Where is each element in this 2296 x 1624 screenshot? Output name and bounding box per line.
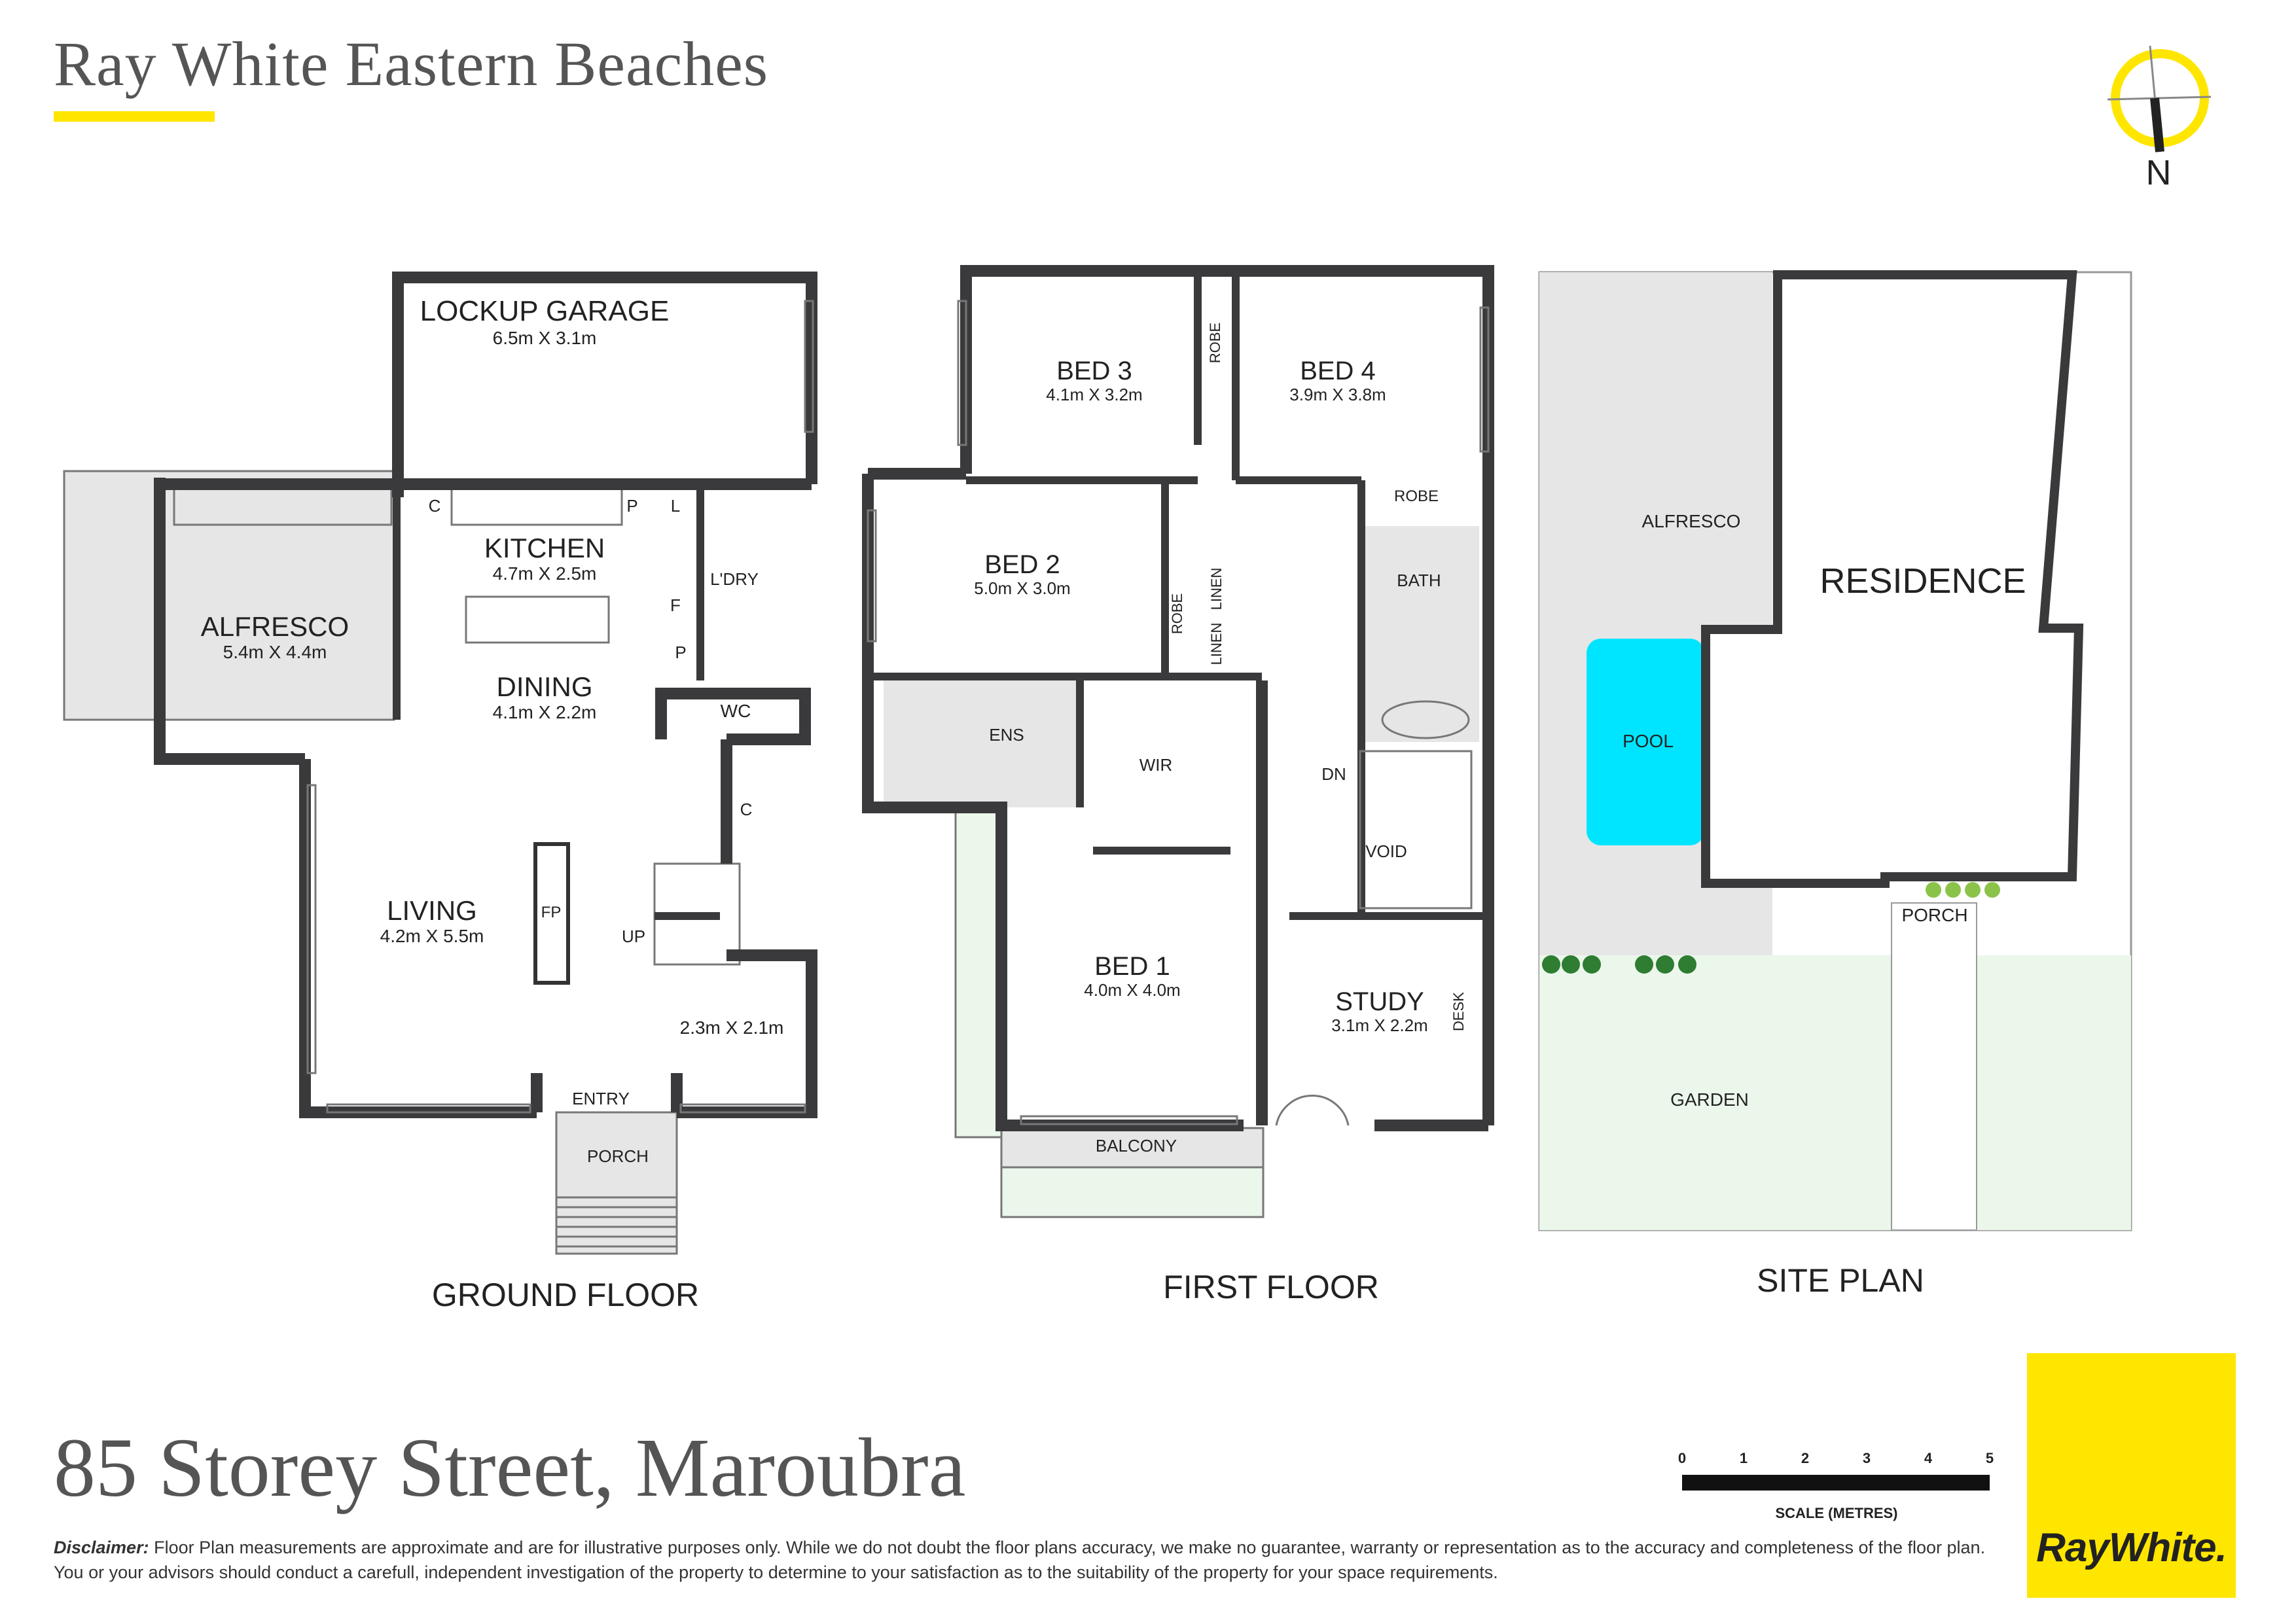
ground-floor-plan: LOCKUP GARAGE 6.5m X 3.1m ALFRESCO 5.4m … xyxy=(63,272,817,1313)
study-bay xyxy=(1275,1095,1350,1126)
ground-porch-area xyxy=(555,1111,678,1255)
ensuite-label: ENS xyxy=(989,725,1024,745)
study-label: STUDY xyxy=(1335,987,1424,1016)
scale-tick-0: 0 xyxy=(1678,1450,1686,1466)
fridge-f: F xyxy=(670,595,681,615)
first-internal-walls xyxy=(868,271,1488,920)
study-size: 3.1m X 2.2m xyxy=(1331,1015,1427,1035)
raywhite-logo: RayWhite. xyxy=(2027,1353,2236,1598)
scale-tick-2: 2 xyxy=(1801,1450,1809,1466)
cupboard-c1: C xyxy=(429,496,441,516)
balcony-label: BALCONY xyxy=(1096,1136,1177,1156)
site-driveway xyxy=(1539,272,1772,417)
first-floor-title: FIRST FLOOR xyxy=(1163,1269,1379,1305)
residence-label: RESIDENCE xyxy=(1820,561,2026,601)
wc-label: WC xyxy=(721,701,751,721)
bath-label: BATH xyxy=(1397,571,1441,590)
balcony-area xyxy=(1000,1127,1265,1169)
garage-size: 6.5m X 3.1m xyxy=(493,328,597,348)
raywhite-logo-text: RayWhite. xyxy=(2036,1525,2227,1570)
site-plan-title: SITE PLAN xyxy=(1757,1262,1924,1299)
disclaimer-lead: Disclaimer: xyxy=(54,1538,149,1557)
pantry-p1: P xyxy=(626,496,637,516)
scale-tick-3: 3 xyxy=(1863,1450,1871,1466)
site-path xyxy=(1891,902,1977,1231)
fireplace-label: FP xyxy=(541,904,562,921)
living-label: LIVING xyxy=(387,895,477,926)
linen-l: L xyxy=(671,496,680,516)
first-floor-plan: BED 3 4.1m X 3.2m BED 4 3.9m X 3.8m BED … xyxy=(862,265,1494,1305)
ground-floor-title: GROUND FLOOR xyxy=(432,1277,699,1313)
void-label: VOID xyxy=(1365,841,1407,861)
robe-label-3: ROBE xyxy=(1169,593,1185,634)
site-alfresco-label: ALFRESCO xyxy=(1642,511,1741,531)
dining-label: DINING xyxy=(497,671,593,702)
bed3-size: 4.1m X 3.2m xyxy=(1046,385,1142,404)
desk-label: DESK xyxy=(1450,992,1467,1031)
extra-room-size: 2.3m X 2.1m xyxy=(680,1017,784,1038)
compass-icon: N xyxy=(2107,45,2212,192)
bed2-size: 5.0m X 3.0m xyxy=(974,578,1070,598)
scale-tick-4: 4 xyxy=(1924,1450,1933,1466)
kitchen-size: 4.7m X 2.5m xyxy=(493,563,597,584)
site-garden-area xyxy=(1539,955,2131,1230)
site-porch-label: PORCH xyxy=(1901,905,1967,925)
kitchen-island xyxy=(465,595,610,644)
disclaimer: Disclaimer: Floor Plan measurements are … xyxy=(54,1535,2017,1585)
garden-label: GARDEN xyxy=(1670,1089,1749,1110)
pool-area xyxy=(1587,639,1704,845)
bed2-label: BED 2 xyxy=(984,550,1060,579)
bed4-label: BED 4 xyxy=(1300,357,1376,385)
alfresco-label: ALFRESCO xyxy=(201,611,349,642)
kitchen-label: KITCHEN xyxy=(484,533,605,563)
brand-underline xyxy=(54,111,215,122)
porch-label: PORCH xyxy=(587,1146,649,1166)
linen-label-1: LINEN xyxy=(1208,568,1225,610)
robe-label-2: ROBE xyxy=(1207,323,1223,363)
entry-label: ENTRY xyxy=(572,1089,630,1108)
ground-windows xyxy=(306,300,814,1114)
kitchen-bench xyxy=(450,485,623,526)
bathtub xyxy=(1381,700,1470,739)
residence-footprint xyxy=(1701,270,2084,888)
hedge-plants xyxy=(1542,882,2000,974)
cupboard-c2: C xyxy=(740,800,753,819)
linen-label-2: LINEN xyxy=(1208,623,1225,665)
scale-label: SCALE (METRES) xyxy=(1776,1505,1898,1521)
bed4-size: 3.9m X 3.8m xyxy=(1289,385,1386,404)
ground-internal-walls xyxy=(393,484,720,920)
brand-title: Ray White Eastern Beaches xyxy=(54,29,769,99)
bed1-label: BED 1 xyxy=(1094,952,1170,981)
compass-north-label: N xyxy=(2146,153,2172,192)
ensuite-floor xyxy=(884,679,1080,807)
bathroom-floor xyxy=(1361,526,1479,742)
fireplace xyxy=(533,842,570,985)
living-size: 4.2m X 5.5m xyxy=(380,926,484,946)
scale-tick-1: 1 xyxy=(1740,1450,1748,1466)
property-address: 85 Storey Street, Maroubra xyxy=(54,1421,966,1514)
garage-floor xyxy=(398,275,814,491)
stair-down-label: DN xyxy=(1321,764,1346,784)
garage-label: LOCKUP GARAGE xyxy=(420,295,670,327)
pantry-p2: P xyxy=(675,643,686,662)
scale-bar: 0 1 2 3 4 5 SCALE (METRES) xyxy=(1678,1450,1994,1521)
stair-up-label: UP xyxy=(622,927,645,946)
first-windows xyxy=(867,300,1490,1125)
porch-stairs xyxy=(556,1196,677,1248)
first-stair xyxy=(1359,750,1473,909)
wir-label: WIR xyxy=(1139,755,1173,775)
pool-label: POOL xyxy=(1623,731,1674,751)
bed3-label: BED 3 xyxy=(1056,357,1132,385)
site-plan: ALFRESCO RESIDENCE POOL PORCH GARDEN SIT… xyxy=(1538,270,2132,1299)
laundry-label: L'DRY xyxy=(710,569,759,589)
dining-size: 4.1m X 2.2m xyxy=(493,702,597,722)
alfresco-size: 5.4m X 4.4m xyxy=(223,642,327,662)
robe-label-1: ROBE xyxy=(1394,487,1439,505)
scale-tick-5: 5 xyxy=(1986,1450,1994,1466)
bed1-size: 4.0m X 4.0m xyxy=(1084,980,1180,1000)
disclaimer-text: Floor Plan measurements are approximate … xyxy=(54,1538,1986,1582)
ground-alfresco-area xyxy=(63,470,395,721)
